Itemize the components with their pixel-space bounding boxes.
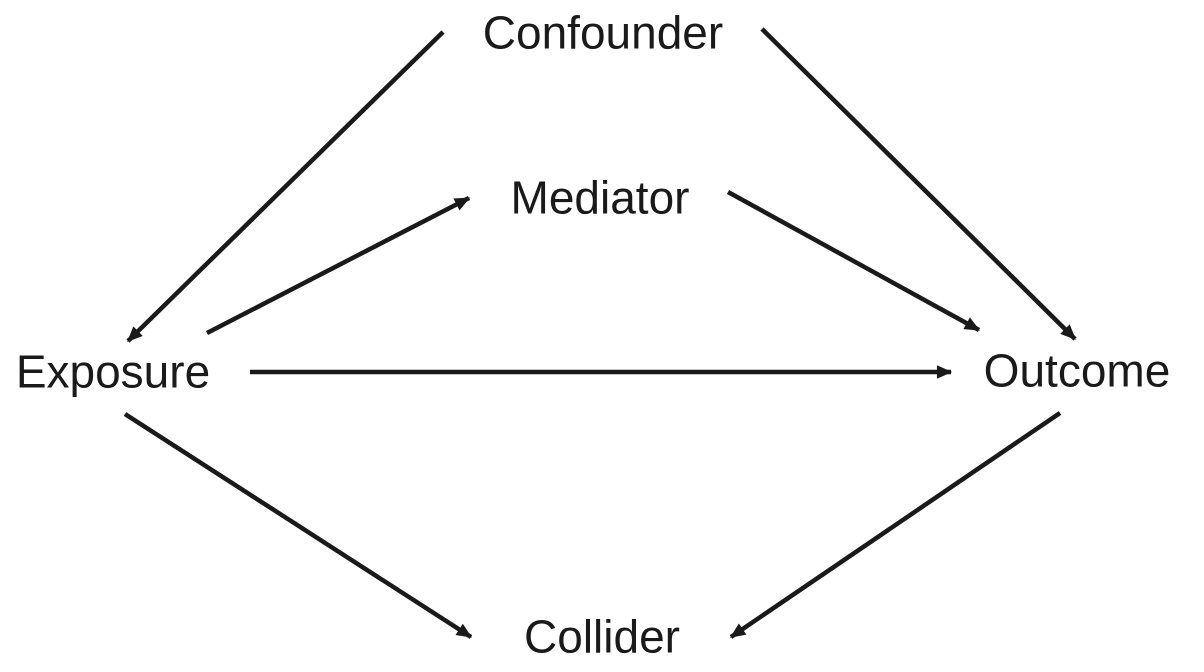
node-exposure: Exposure	[15, 345, 211, 398]
node-confounder: Confounder	[482, 6, 724, 59]
node-outcome: Outcome	[983, 344, 1171, 397]
edge-confounder-to-exposure	[126, 30, 445, 343]
edge-mediator-to-outcome	[726, 190, 981, 332]
edge-exposure-to-mediator	[205, 195, 471, 336]
node-collider: Collider	[524, 610, 680, 663]
edge-confounder-to-outcome	[760, 27, 1077, 341]
edge-outcome-to-collider	[729, 411, 1062, 639]
edge-exposure-to-collider	[123, 412, 473, 639]
edge-lines	[123, 27, 1077, 639]
node-mediator: Mediator	[510, 171, 690, 224]
